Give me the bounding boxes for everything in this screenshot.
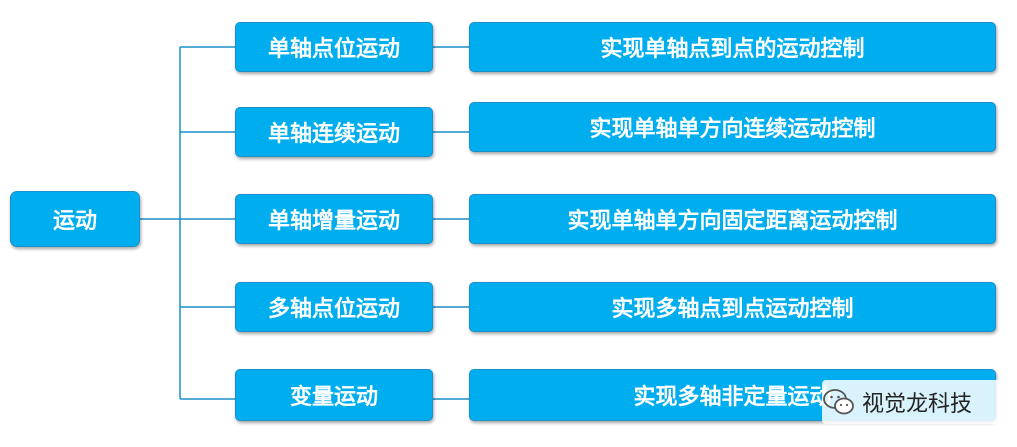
watermark-text: 视觉龙科技 <box>862 392 973 417</box>
description-node-1: 实现单轴点到点的运动控制 <box>469 22 996 72</box>
watermark: 视觉龙科技 <box>822 380 1012 424</box>
branch-node-5: 变量运动 <box>235 369 433 421</box>
description-label: 实现多轴非定量运动 <box>633 385 832 410</box>
branch-node-label: 单轴连续运动 <box>267 122 400 147</box>
branch-node-3: 单轴增量运动 <box>235 194 433 244</box>
branch-node-2: 单轴连续运动 <box>235 107 433 157</box>
branch-node-4: 多轴点位运动 <box>235 282 433 332</box>
root-node: 运动 <box>10 191 140 247</box>
branch-node-label: 单轴增量运动 <box>267 209 400 234</box>
wechat-icon <box>823 389 854 415</box>
root-node-label: 运动 <box>52 209 97 234</box>
description-node-2: 实现单轴单方向连续运动控制 <box>469 102 996 152</box>
description-label: 实现单轴单方向连续运动控制 <box>589 117 876 142</box>
description-label: 实现单轴单方向固定距离运动控制 <box>567 209 898 234</box>
description-node-4: 实现多轴点到点运动控制 <box>469 282 996 332</box>
branch-node-label: 多轴点位运动 <box>267 297 400 322</box>
description-label: 实现多轴点到点运动控制 <box>611 297 854 322</box>
description-label: 实现单轴点到点的运动控制 <box>600 37 865 62</box>
branch-node-label: 变量运动 <box>289 385 378 410</box>
branch-node-label: 单轴点位运动 <box>267 37 400 62</box>
branch-node-1: 单轴点位运动 <box>235 22 433 72</box>
description-node-3: 实现单轴单方向固定距离运动控制 <box>469 194 996 244</box>
